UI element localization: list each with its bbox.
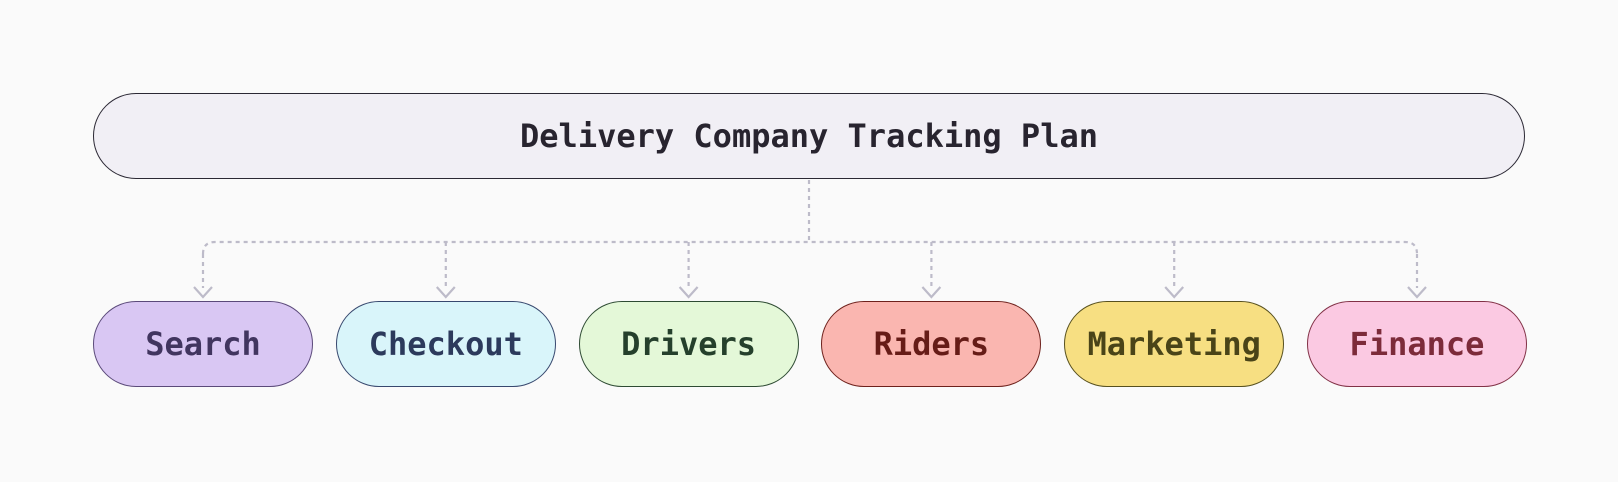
arrowhead-icon <box>921 286 942 299</box>
bus-connector <box>201 240 1419 255</box>
child-node-marketing[interactable]: Marketing <box>1064 301 1285 387</box>
child-node-riders[interactable]: Riders <box>821 301 1042 387</box>
child-node-drivers[interactable]: Drivers <box>578 301 799 387</box>
child-node-label: Riders <box>873 325 990 363</box>
child-node-label: Search <box>145 325 261 363</box>
child-node-search[interactable]: Search <box>93 301 313 387</box>
root-node[interactable]: Delivery Company Tracking Plan <box>93 93 1525 179</box>
child-node-label: Checkout <box>368 325 523 363</box>
child-node-label: Marketing <box>1087 325 1261 363</box>
arrowhead-icon <box>1164 286 1185 299</box>
child-node-checkout[interactable]: Checkout <box>335 301 556 387</box>
arrowhead-icon <box>435 286 456 299</box>
child-node-label: Finance <box>1349 325 1485 363</box>
arrowhead-icon <box>193 286 213 299</box>
root-node-label: Delivery Company Tracking Plan <box>520 117 1098 155</box>
child-node-label: Drivers <box>621 325 757 363</box>
child-node-finance[interactable]: Finance <box>1306 301 1527 387</box>
children-row: Search Checkout Drivers Riders Marketing Fina… <box>93 301 1527 387</box>
arrowhead-icon <box>678 286 699 299</box>
arrowhead-icon <box>1407 286 1427 299</box>
